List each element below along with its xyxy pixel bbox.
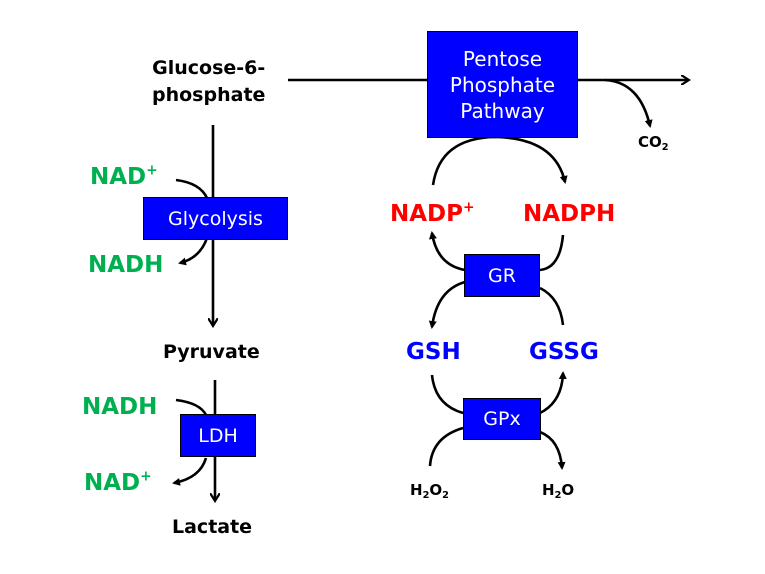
h2o-label: H2O — [542, 481, 575, 501]
gr-nadph-in-arc — [539, 234, 565, 272]
lactate-label: Lactate — [172, 516, 253, 538]
nadp-plus-label: NADP+ — [390, 199, 475, 227]
gpx-gssg-out-arc — [539, 371, 567, 415]
ldh-nadh-in-arc — [175, 398, 208, 416]
nadph-label: NADPH — [523, 201, 616, 227]
glycolysis-nadh-out-arc — [178, 237, 209, 266]
glucose-6-phosphate-label: Glucose-6- phosphate — [152, 57, 266, 106]
ppp-nadp-arc — [431, 135, 568, 186]
gpx-gsh-in-arc — [430, 374, 464, 415]
glycolysis-nad-in-arc — [175, 178, 209, 199]
ldh-box: LDH — [180, 414, 256, 457]
pyruvate-label: Pyruvate — [163, 341, 260, 363]
pentose-phosphate-pathway-box: Pentose Phosphate Pathway — [427, 31, 578, 138]
gr-gssg-in-arc — [539, 286, 565, 326]
co2-branch-arrow — [604, 78, 653, 128]
gr-box: GR — [464, 254, 540, 297]
gpx-h2o2-in-arc — [428, 426, 464, 467]
gsh-label: GSH — [406, 339, 461, 365]
gpx-h2o-out-arc — [539, 430, 566, 470]
h2o2-label: H2O2 — [410, 481, 449, 501]
ldh-nad-out-arc — [172, 457, 208, 486]
co2-label: CO2 — [638, 133, 669, 153]
ldh-nad-plus-label: NAD+ — [84, 468, 152, 496]
glycolysis-nad-plus-label: NAD+ — [90, 162, 158, 190]
gr-gsh-out-arc — [428, 280, 466, 329]
gpx-box: GPx — [463, 398, 541, 440]
glycolysis-box: Glycolysis — [143, 197, 288, 240]
ldh-nadh-label: NADH — [82, 394, 158, 420]
glycolysis-nadh-label: NADH — [88, 252, 164, 278]
gssg-label: GSSG — [529, 339, 599, 365]
gr-nadp-out-arc — [428, 231, 466, 272]
